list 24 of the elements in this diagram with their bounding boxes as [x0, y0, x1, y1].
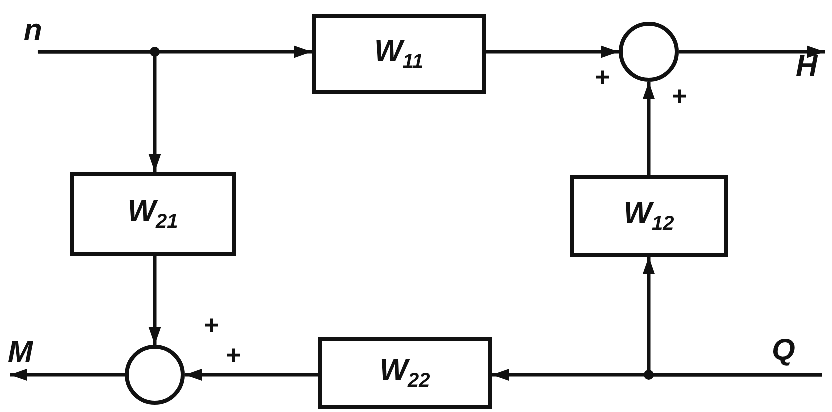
arrow — [679, 46, 825, 58]
arrow — [10, 368, 125, 382]
sign-label: + — [672, 83, 688, 109]
arrow — [642, 82, 656, 175]
transfer-block — [312, 14, 486, 94]
block-label: W$_{22}$ — [380, 356, 430, 390]
arrow — [642, 257, 822, 377]
signal-name: H — [796, 52, 818, 82]
block-label: W$_{12}$ — [624, 198, 674, 234]
transfer-block — [570, 175, 728, 257]
sign-label: + — [595, 64, 610, 90]
transfer-block — [318, 337, 492, 409]
sign-label: + — [204, 312, 220, 338]
sign-label: + — [226, 342, 242, 368]
arrow — [486, 46, 619, 58]
block-label: W$_{21}$ — [128, 196, 178, 232]
block-label: W$_{11}$ — [374, 36, 424, 72]
arrow — [38, 50, 162, 172]
arrow — [148, 256, 162, 345]
signal-name: Q — [772, 336, 796, 366]
signal-name: M — [8, 338, 33, 368]
arrow — [185, 368, 318, 382]
signal-name: n — [24, 16, 42, 46]
transfer-block — [70, 172, 236, 256]
